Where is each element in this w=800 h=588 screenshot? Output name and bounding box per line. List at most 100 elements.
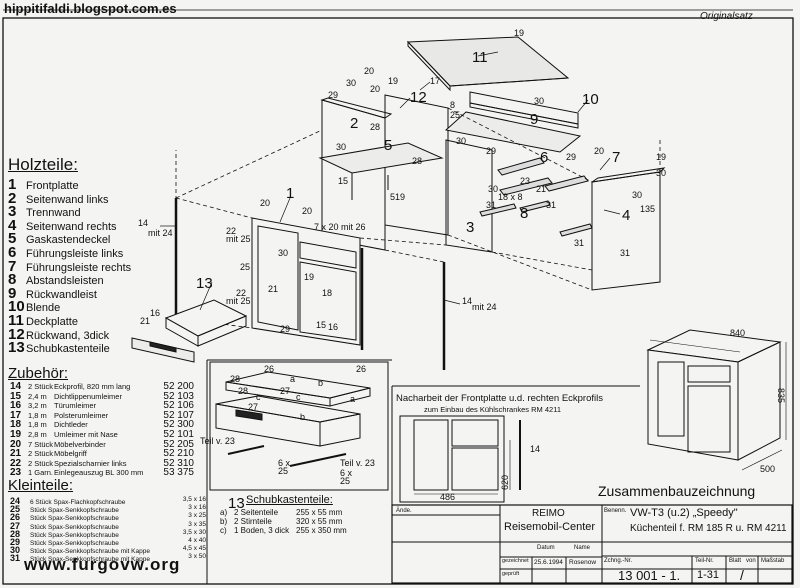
callout-25d: 25 — [340, 476, 350, 486]
callout-27: 27 — [280, 386, 290, 396]
holzteil-number: 13 — [8, 339, 25, 357]
callout-7: 7 — [612, 149, 620, 166]
callout-31d: 31 — [620, 248, 630, 258]
holzteil-label: Rückwand, 3dick — [26, 329, 110, 342]
kleinteil-number: 29 — [10, 537, 21, 547]
callout-18x8: 18 x 8 — [498, 192, 523, 202]
callout-16: 16 — [150, 308, 160, 318]
schubkasten-size: 320 x 55 mm — [296, 517, 343, 526]
callout-14a-sub: mit 24 — [148, 228, 173, 238]
callout-14a: 14 — [138, 218, 148, 228]
holzteil-label: Deckplatte — [26, 316, 78, 328]
tb-blatt-label: Blatt — [729, 558, 742, 564]
zubehoer-number: 21 — [10, 448, 22, 460]
tb-teil-nr: 1-31 — [697, 569, 720, 581]
zubehoer-number: 18 — [10, 419, 22, 431]
rework-frontplate-detail — [399, 415, 505, 503]
zubehoer-label: Dichtlippenumleimer — [54, 391, 122, 401]
holzteil-number: 6 — [8, 244, 17, 261]
zubehoer-number: 15 — [10, 390, 22, 402]
callout-17: 17 — [430, 76, 440, 86]
drawer-detail-box — [209, 361, 389, 491]
holzteil-label: Rückwandleist — [26, 288, 97, 301]
callout-19b: 19 — [388, 76, 398, 86]
kleinteil-number: 30 — [10, 545, 21, 556]
schubkasten-size: 255 x 350 mm — [296, 526, 347, 535]
callout-30h: 30 — [278, 248, 288, 258]
callout-30: 30 — [346, 78, 356, 88]
callout-22b-sub: mit 25 — [226, 296, 251, 306]
tb-gezeichnet: gezeichnet — [502, 558, 529, 564]
schubkasten-key: a) — [220, 508, 228, 517]
zubehoer-quantity: 1,8 m — [28, 410, 47, 420]
holzteil-number: 2 — [8, 189, 17, 207]
kleinteil-number: 28 — [10, 528, 21, 539]
callout-26b: 26 — [356, 364, 366, 374]
zubehoer-number: 17 — [10, 409, 22, 421]
kleinteil-number: 24 — [10, 496, 21, 506]
callout-30d: 30 — [656, 168, 666, 178]
callout-25b: 25 — [240, 262, 250, 272]
callout-20e: 20 — [302, 206, 312, 216]
zubehoer-label: Türumleimer — [54, 401, 97, 411]
watermark-bottom: www.furgovw.org — [24, 555, 181, 574]
zubehoer-label: Spezialscharnier links — [54, 458, 127, 468]
kleinteil-label: Stück Spax-Senkkopfschraube mit Kappe — [30, 548, 150, 556]
kleinteil-label: Stück Spax-Senkkopfschraube — [30, 507, 119, 515]
tb-datum: 25.6.1994 — [534, 559, 563, 566]
zubehoer-number: 20 — [10, 438, 22, 450]
zubehoer-label: Eckprofil, 820 mm lang — [54, 382, 131, 391]
dim-486: 486 — [440, 492, 455, 502]
callout-25c: 25 — [278, 466, 288, 476]
callout-21c: 21 — [140, 316, 150, 326]
zubehoer-code: 52 300 — [163, 419, 194, 431]
callout-16b: 16 — [328, 322, 338, 332]
nacharbeit-line1: Nacharbeit der Frontplatte u.d. rechten … — [396, 393, 603, 404]
tb-aende: Ände. — [396, 508, 412, 514]
dim-14: 14 — [530, 444, 540, 454]
callout-9: 9 — [530, 111, 538, 128]
zubehoer-code: 52 107 — [163, 409, 194, 421]
kleinteil-number: 27 — [10, 520, 21, 531]
zubehoer-title: Zubehör: — [8, 365, 69, 382]
schubkasten-key: c) — [220, 526, 227, 535]
callout-26: 26 — [264, 364, 274, 374]
callout-8: 8 — [520, 205, 528, 222]
part-1-frontplatte — [251, 217, 361, 346]
callout-14b-sub: mit 24 — [472, 302, 497, 312]
zubehoer-label: Möbelverbinder — [54, 439, 106, 449]
callout-7x20: 7 x 20 mit 26 — [314, 222, 366, 232]
callout-b: b — [318, 378, 323, 388]
zubehoer-quantity: 2,4 m — [28, 391, 47, 401]
holzteil-item: 13Schubkastenteile — [8, 339, 110, 356]
kleinteil-label: Stück Spax-Senkkopfschraube — [30, 540, 119, 547]
kleinteil-label: Stück Spax-Senkkopfschraube — [30, 531, 119, 539]
callout-15b: 15 — [316, 320, 326, 330]
kleinteil-size: 3 x 35 — [188, 520, 206, 528]
kleinteil-label: 6 Stück Spax-Flachkopfschraube — [30, 499, 126, 506]
callout-13-schubkasten: 13 — [228, 495, 245, 512]
tb-zchng-nr: 13 001 - 1. — [618, 568, 681, 583]
holzteil-number: 1 — [8, 176, 17, 193]
callout-19d: 19 — [304, 272, 314, 282]
callout-b2: b — [300, 412, 305, 422]
kleinteil-size: 3,5 x 16 — [182, 496, 206, 503]
holzteil-label: Gaskastendeckel — [26, 234, 111, 247]
callout-18: 18 — [322, 288, 332, 298]
zubehoer-number: 23 — [10, 467, 22, 479]
zubehoer-code: 52 103 — [163, 390, 194, 402]
callout-27b: 27 — [248, 402, 258, 412]
callout-30g: 30 — [632, 190, 642, 200]
zubehoer-quantity: 7 Stück — [28, 439, 54, 449]
kleinteil-size: 3 x 50 — [188, 553, 206, 561]
callout-20d: 20 — [260, 198, 270, 208]
